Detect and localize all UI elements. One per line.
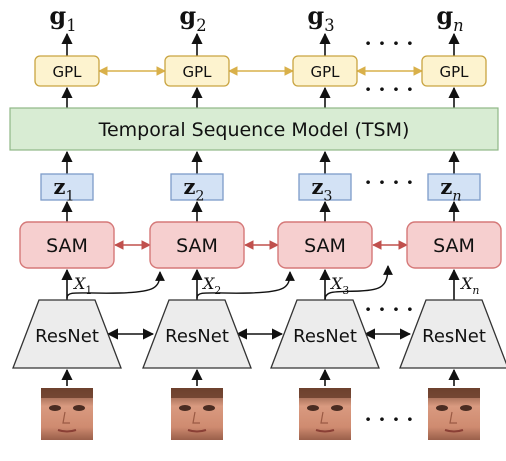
z-box-1 — [40, 173, 94, 201]
face-hair — [428, 388, 480, 398]
face-right-eye — [460, 405, 472, 411]
ellipsis-gpl: · · · · — [365, 77, 414, 101]
gpl-box-4 — [421, 55, 487, 87]
face-image-3 — [299, 388, 351, 440]
face-hair — [299, 388, 351, 398]
gpl-box-3 — [292, 55, 358, 87]
gpl-label-4: GPL — [439, 63, 469, 81]
z-box-4 — [427, 173, 481, 201]
face-mouth — [315, 429, 335, 433]
feature-label-x3: X3 — [329, 274, 349, 297]
sam-label-2: SAM — [176, 235, 218, 257]
output-label-gn: gn — [436, 1, 463, 35]
ellipsis-images: · · · · — [365, 407, 414, 431]
gpl-label-3: GPL — [310, 63, 340, 81]
ellipsis-outputs: · · · · — [365, 31, 414, 55]
skip-arrow-x3 — [324, 265, 393, 301]
z-label-3: z3 — [311, 174, 332, 204]
face-left-eye — [179, 405, 191, 411]
z-label-1: z1 — [53, 174, 74, 204]
face-left-eye — [436, 405, 448, 411]
sam-box-2 — [149, 221, 245, 269]
face-left-eye — [307, 405, 319, 411]
face-mouth — [187, 429, 207, 433]
resnet-block-1 — [12, 299, 122, 369]
z-label-2: z2 — [183, 174, 204, 204]
face-right-eye — [203, 405, 215, 411]
z-label-n: zn — [440, 174, 461, 204]
tsm-label: Temporal Sequence Model (TSM) — [98, 119, 410, 141]
z-box-2 — [170, 173, 224, 201]
resnet-label-4: ResNet — [422, 326, 486, 347]
sam-label-3: SAM — [304, 235, 346, 257]
sam-box-1 — [19, 221, 115, 269]
face-image-4 — [428, 388, 480, 440]
skip-arrow-x2 — [196, 271, 295, 299]
resnet-label-1: ResNet — [35, 326, 99, 347]
feature-label-x1: X1 — [72, 274, 92, 297]
face-hair — [41, 388, 93, 398]
output-label-g3: g3 — [307, 1, 334, 35]
gpl-box-1 — [34, 55, 100, 87]
sam-box-4 — [406, 221, 502, 269]
face-left-eye — [49, 405, 61, 411]
face-mouth — [444, 429, 464, 433]
skip-arrow-x1 — [66, 271, 165, 299]
face-right-eye — [73, 405, 85, 411]
gpl-label-1: GPL — [52, 63, 82, 81]
gpl-label-2: GPL — [182, 63, 212, 81]
resnet-block-4 — [399, 299, 506, 369]
output-label-g2: g2 — [179, 1, 206, 35]
resnet-block-3 — [270, 299, 380, 369]
face-mouth — [57, 429, 77, 433]
face-nose — [320, 411, 328, 424]
feature-label-xn: Xn — [459, 274, 479, 297]
face-right-eye — [331, 405, 343, 411]
sam-box-3 — [277, 221, 373, 269]
feature-label-x2: X2 — [201, 274, 221, 297]
sam-label-4: SAM — [433, 235, 475, 257]
resnet-block-2 — [142, 299, 252, 369]
face-image-2 — [171, 388, 223, 440]
sam-label-1: SAM — [46, 235, 88, 257]
face-nose — [62, 411, 70, 424]
face-image-1 — [41, 388, 93, 440]
face-nose — [449, 411, 457, 424]
ellipsis-resnet: · · · · — [365, 297, 414, 321]
face-nose — [192, 411, 200, 424]
resnet-label-2: ResNet — [165, 326, 229, 347]
face-hair — [171, 388, 223, 398]
z-box-3 — [298, 173, 352, 201]
ellipsis-z: · · · · — [365, 170, 414, 194]
gpl-box-2 — [164, 55, 230, 87]
tsm-band — [9, 107, 499, 151]
output-label-g1: g1 — [49, 1, 76, 35]
resnet-label-3: ResNet — [293, 326, 357, 347]
